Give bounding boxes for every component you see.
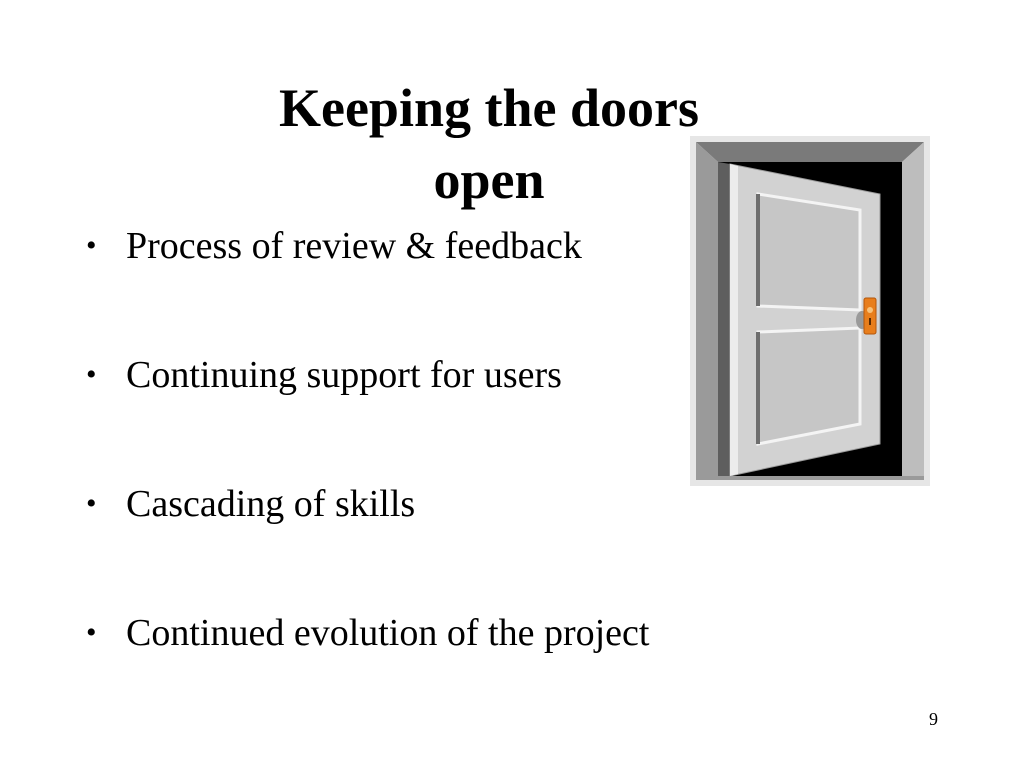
bullet-list: • Process of review & feedback • Continu…: [86, 226, 806, 653]
slide-title-line-2: open: [433, 150, 545, 210]
bullet-item-continuing-support: • Continuing support for users: [86, 355, 806, 395]
bullet-point-icon: •: [86, 616, 97, 649]
bullet-text: Continuing support for users: [126, 354, 562, 396]
bullet-point-icon: •: [86, 487, 97, 520]
bullet-point-icon: •: [86, 229, 97, 262]
bullet-item-review-feedback: • Process of review & feedback: [86, 226, 806, 266]
bullet-text: Process of review & feedback: [126, 225, 582, 267]
bullet-text: Continued evolution of the project: [126, 612, 650, 654]
bullet-item-cascading-skills: • Cascading of skills: [86, 484, 806, 524]
bullet-point-icon: •: [86, 358, 97, 391]
bullet-text: Cascading of skills: [126, 483, 416, 525]
slide-title-line-1: Keeping the doors: [278, 78, 699, 138]
slide-title: Keeping the doors open: [174, 72, 804, 216]
bullet-item-continued-evolution: • Continued evolution of the project: [86, 613, 806, 653]
open-door-icon: [690, 136, 930, 486]
page-number: 9: [929, 709, 938, 729]
